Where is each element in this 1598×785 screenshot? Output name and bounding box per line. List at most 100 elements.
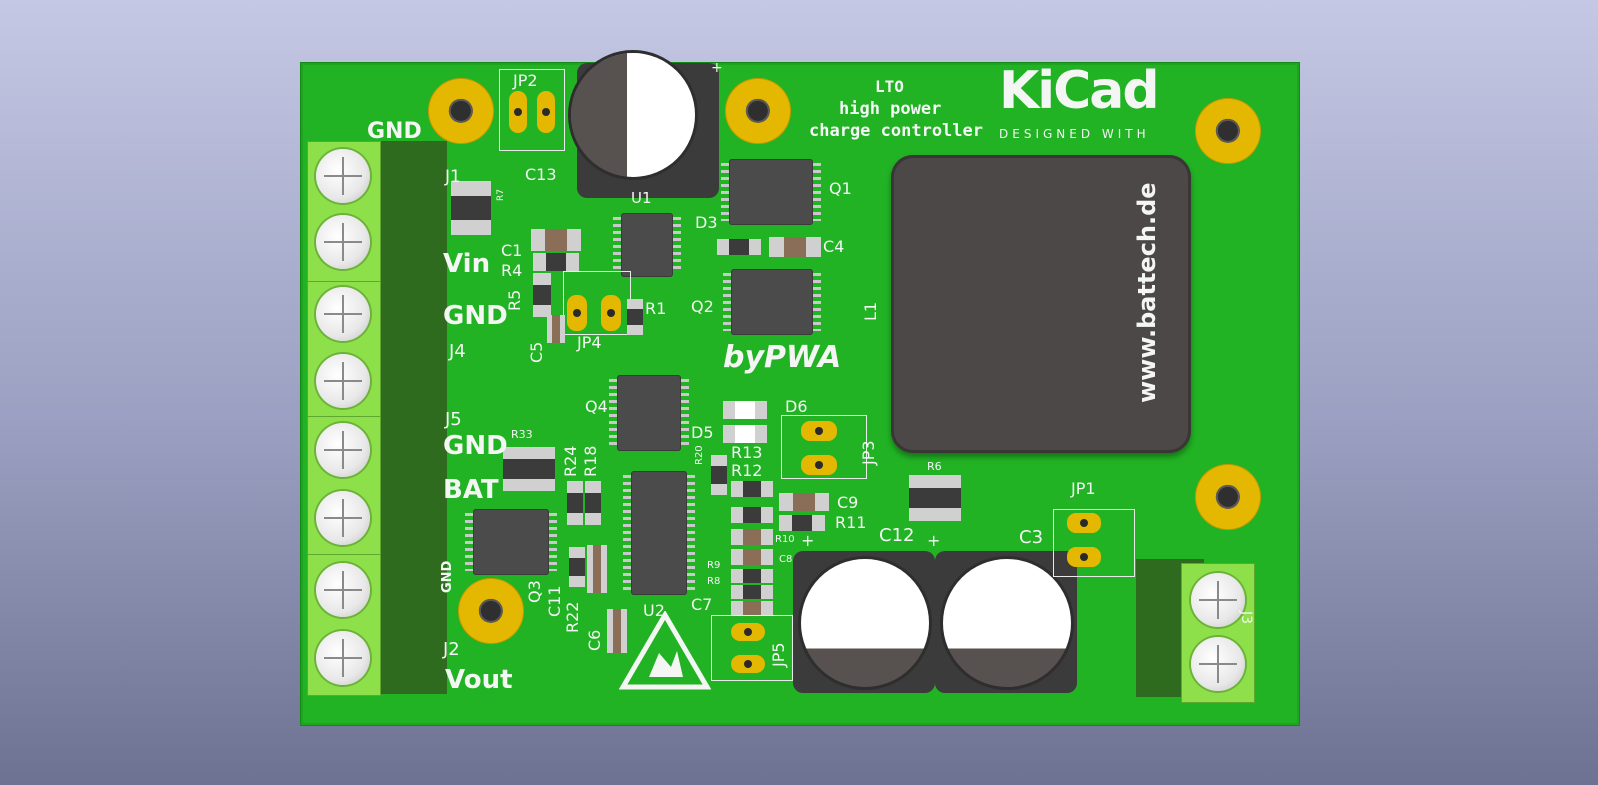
jumper-jp4-pin: [601, 295, 621, 331]
label-gnd-mid: GND: [443, 301, 508, 331]
capacitor-c12-top: [801, 559, 929, 687]
screw-icon: [316, 354, 370, 408]
capacitor-c8: [731, 529, 773, 545]
resistor-r6: [909, 475, 961, 521]
refdes-u2: U2: [643, 601, 665, 620]
capacitor-c6: [607, 609, 627, 653]
diode-d5: [723, 425, 767, 443]
transistor-q1: [721, 159, 821, 225]
refdes-r8: R8: [707, 576, 721, 587]
resistor-r13: [731, 481, 773, 497]
kicad-logo-tagline: DESIGNED WITH: [999, 127, 1150, 141]
terminal-block-j1: [379, 141, 447, 281]
jumper-jp3-outline: [781, 415, 867, 479]
mounting-hole-top-right: [1196, 99, 1260, 163]
terminal-block-j4: [379, 281, 447, 416]
screw-icon: [1191, 573, 1245, 627]
jumper-jp5-pin: [731, 623, 765, 641]
transistor-q3: [465, 509, 557, 575]
refdes-r18: R18: [581, 445, 600, 477]
refdes-jp5: JP5: [769, 642, 788, 667]
jumper-jp1-outline: [1053, 509, 1135, 577]
label-j4: J4: [449, 341, 466, 362]
refdes-c11: C11: [545, 585, 564, 617]
refdes-jp2: JP2: [513, 71, 538, 90]
ic-u2: [623, 471, 695, 595]
inductor-l1: [891, 155, 1191, 453]
board-website: www.battech.de: [1133, 182, 1161, 403]
label-j1: J1: [445, 167, 461, 187]
screw-icon: [316, 563, 370, 617]
refdes-r10: R10: [775, 534, 795, 545]
label-bat: BAT: [443, 475, 499, 505]
refdes-r12: R12: [731, 461, 763, 480]
resistor-r33: [503, 447, 555, 491]
capacitor-c4: [769, 237, 821, 257]
refdes-c1: C1: [501, 241, 523, 260]
jumper-jp4-pin: [567, 295, 587, 331]
kicad-logo-text: KiCad: [999, 61, 1160, 121]
capacitor-c1: [531, 229, 581, 251]
resistor-r12: [731, 507, 773, 523]
jumper-jp3-pin: [801, 421, 837, 441]
refdes-r4: R4: [501, 261, 523, 280]
diode-d3: [717, 239, 761, 255]
terminal-block-j2: [379, 554, 447, 694]
refdes-c4: C4: [823, 237, 845, 256]
resistor-r24: [567, 481, 583, 525]
label-j5: J5: [445, 409, 462, 430]
kicad-logo: KiCad DESIGNED WITH: [995, 61, 1165, 145]
screw-icon: [316, 287, 370, 341]
refdes-q3: Q3: [525, 580, 544, 603]
mounting-hole-top-left: [429, 79, 493, 143]
jumper-jp1-pin: [1067, 547, 1101, 567]
pcb-board[interactable]: +: [300, 53, 1300, 726]
refdes-d6: D6: [785, 397, 808, 416]
refdes-r5: R5: [505, 289, 524, 311]
transistor-q4: [609, 375, 689, 451]
capacitor-c13-top: [571, 53, 695, 177]
screw-icon: [316, 423, 370, 477]
ic-u1: [613, 213, 681, 277]
resistor-r7: [451, 181, 491, 235]
screw-icon: [316, 491, 370, 545]
mounting-hole-top-center: [726, 79, 790, 143]
refdes-jp1: JP1: [1071, 479, 1096, 498]
refdes-jp3: JP3: [859, 440, 878, 465]
capacitor-c13-plus: +: [711, 60, 723, 76]
jumper-jp3-pin: [801, 455, 837, 475]
refdes-r13: R13: [731, 443, 763, 462]
refdes-jp4: JP4: [577, 333, 602, 352]
refdes-r9: R9: [707, 560, 721, 571]
label-j2: J2: [443, 639, 460, 660]
diode-d6: [723, 401, 767, 419]
terminal-block-j5: [379, 416, 447, 554]
refdes-r1: R1: [645, 299, 667, 318]
resistor-r5: [533, 273, 551, 317]
resistor-r20: [711, 455, 727, 495]
board-signature: byPWA: [723, 340, 842, 375]
resistor-r22: [569, 547, 585, 587]
refdes-c3: C3: [1019, 527, 1044, 548]
resistor-r11: [779, 515, 825, 531]
refdes-r24: R24: [561, 445, 580, 477]
refdes-d5: D5: [691, 423, 714, 442]
label-j3: J3: [1238, 611, 1254, 625]
refdes-c7: C7: [691, 595, 713, 614]
refdes-l1: L1: [861, 301, 880, 321]
refdes-u1: U1: [631, 189, 652, 207]
board-title-line-1: LTO: [875, 77, 904, 96]
refdes-c8: C8: [779, 554, 793, 565]
screw-icon: [316, 215, 370, 269]
refdes-r22: R22: [563, 601, 582, 633]
label-gnd-small: GND: [440, 560, 455, 593]
capacitor-c3-top: [943, 559, 1071, 687]
refdes-r7: R7: [496, 189, 506, 201]
refdes-r11: R11: [835, 513, 867, 532]
resistor-r1: [627, 299, 643, 335]
refdes-c13: C13: [525, 165, 557, 184]
refdes-c12-plus: +: [801, 531, 815, 550]
jumper-jp2-pin: [509, 91, 527, 133]
label-vin: Vin: [443, 249, 491, 279]
